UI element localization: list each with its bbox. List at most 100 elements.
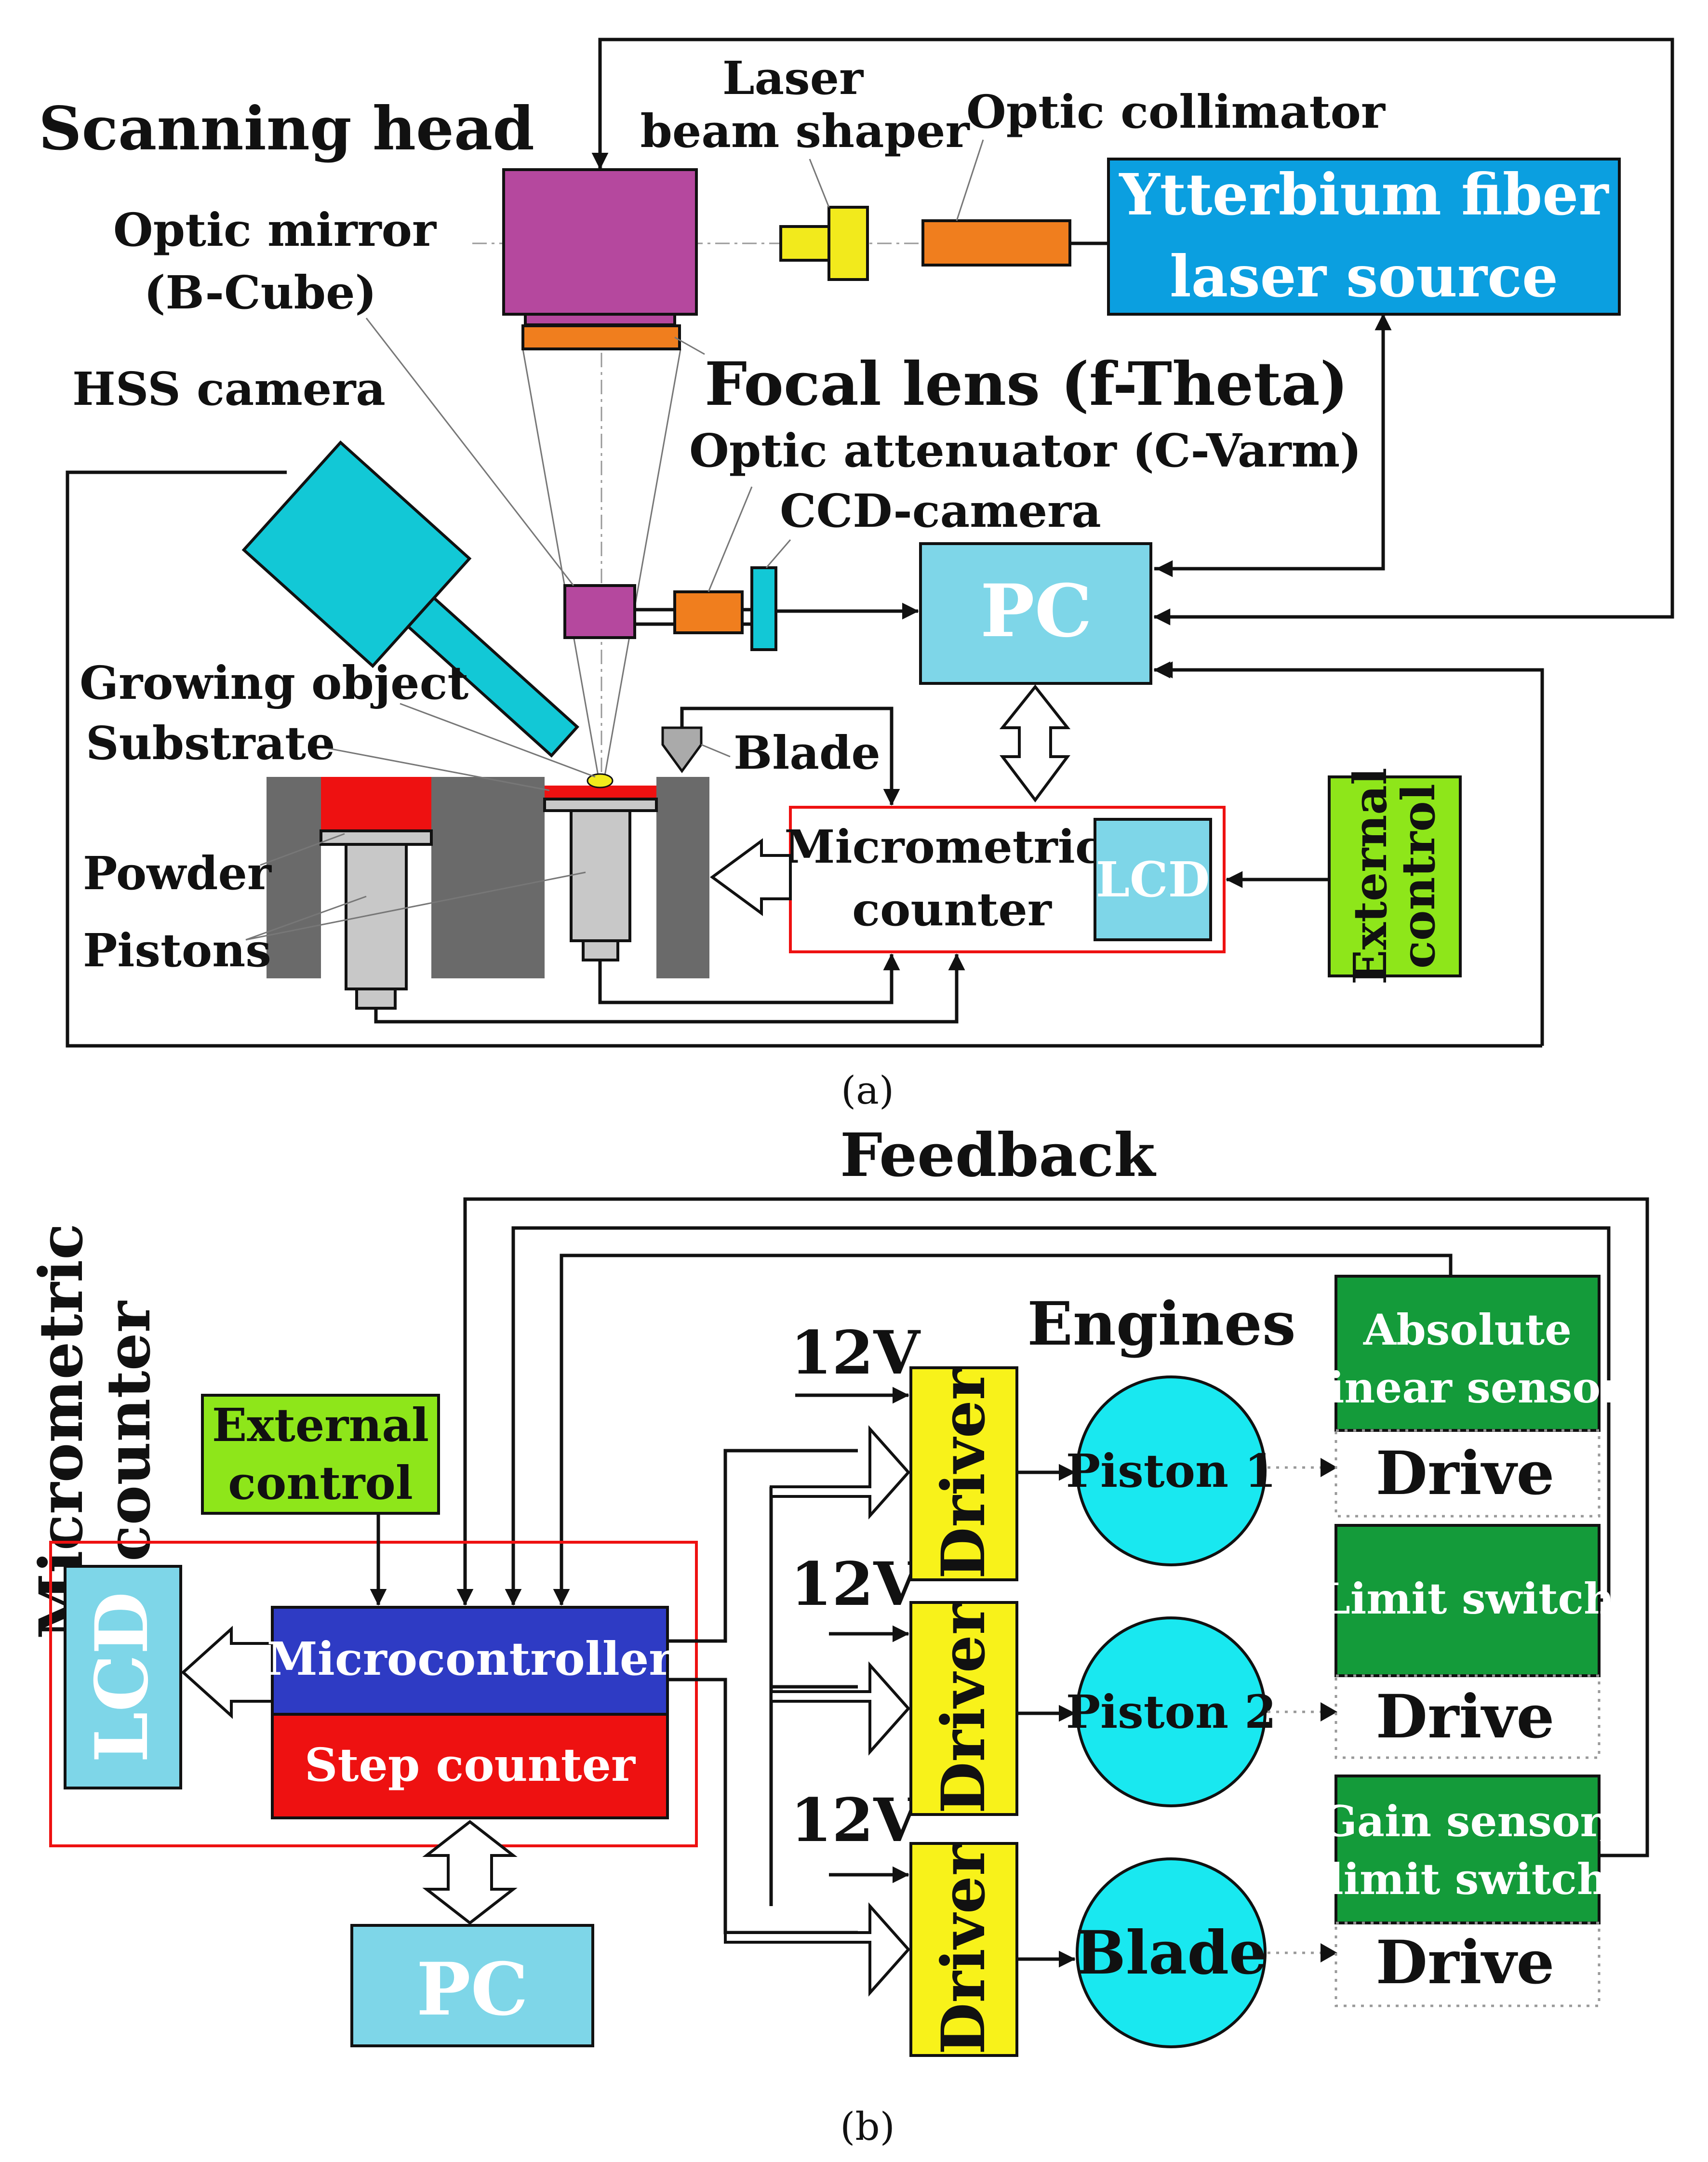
counter-to-bed-arrow: [709, 838, 792, 916]
loop-top: [591, 38, 1674, 619]
lcd-a-label: LCD: [1096, 851, 1210, 908]
ccd-camera-box: [750, 566, 777, 651]
substrate-label: Substrate: [86, 717, 335, 770]
caption-b: (b): [840, 2104, 895, 2149]
panel-b: Micrometric counter Feedback Engines Ext…: [27, 1121, 1649, 2149]
driver-1-text: Driver: [929, 1368, 999, 1579]
leader-substrate: [308, 744, 550, 791]
hss-camera-label: HSS camera: [72, 362, 386, 416]
external-control-b-line-1: External: [212, 1399, 429, 1452]
leader-ccd: [765, 539, 791, 568]
drive-2-label: Drive: [1376, 1682, 1555, 1752]
blade-b-label: Blade: [1075, 1918, 1267, 1988]
blade-shape: [661, 726, 703, 774]
micro-to-lcd-arrow: [181, 1626, 274, 1719]
driver-3-input-arrow: [724, 1902, 911, 1997]
beam-cone-left: [522, 349, 600, 781]
optic-mirror-label-2: (B-Cube): [144, 266, 377, 320]
microcontroller-box: [271, 1606, 669, 1716]
powder-plate: [320, 829, 433, 846]
piston-2-circle: [1076, 1616, 1267, 1807]
driver-3-text: Driver: [929, 1843, 999, 2055]
driver-3-box: [909, 1842, 1018, 2057]
bed-middle-wall: [431, 777, 545, 978]
step-counter-box: [271, 1713, 669, 1819]
hss-camera: [241, 440, 580, 758]
pc-laser-link: [1156, 313, 1392, 577]
pc-a-box: [919, 542, 1152, 685]
beam-shaper-label-1: Laser: [722, 52, 864, 105]
beam-cone-right: [603, 349, 681, 781]
leader-beam-shaper: [809, 159, 830, 208]
focal-lens: [521, 324, 681, 350]
external-control-b-box: [201, 1394, 440, 1515]
micrometric-counter-a-line-1: Micrometric: [784, 820, 1103, 874]
feedback-label: Feedback: [840, 1121, 1157, 1190]
external-control-a-line-1: External: [1344, 768, 1397, 985]
piston-left-rod: [355, 988, 397, 1010]
sensor-1-line-1: Absolute: [1363, 1305, 1572, 1355]
attenuator-label: Optic attenuator (C-Varm): [689, 424, 1361, 478]
beam-shaper-small: [779, 225, 830, 262]
blade-to-counter: [680, 707, 900, 806]
driver-2-label: Driver: [929, 1602, 999, 1814]
bed-right-wall: [656, 777, 709, 978]
piston-2-drive-arrowhead: [1321, 1702, 1337, 1722]
pistons-label: Pistons: [83, 924, 271, 977]
caption-a: (a): [841, 1068, 894, 1113]
side-title: Micrometric counter: [27, 1223, 164, 1639]
pc-b-box: [350, 1924, 594, 2047]
driver-3-label: Driver: [929, 1843, 999, 2055]
drive-2-box: [1334, 1674, 1601, 1759]
leader-optic-mirror: [365, 318, 574, 586]
laser-source-line-1: Ytterbium fiber: [1118, 161, 1609, 228]
external-control-b-line-2: control: [228, 1456, 413, 1510]
v12-label-2: 12V: [790, 1549, 921, 1619]
scanning-head-label: Scanning head: [39, 94, 534, 164]
laser-source-box: [1107, 158, 1621, 316]
loop-left: [66, 470, 1542, 1048]
external-control-a-box: [1328, 775, 1462, 977]
powder-red: [321, 777, 431, 831]
v12-label-3: 12V: [790, 1786, 921, 1855]
drive-1-label: Drive: [1376, 1439, 1555, 1508]
beam-shaper-large: [827, 206, 869, 281]
lcd-b-label: LCD: [80, 1592, 164, 1763]
leader-powder: [260, 833, 345, 866]
sensor-2-label: Limit switch: [1321, 1574, 1615, 1624]
beam-shaper-label-2: beam shaper: [640, 105, 970, 158]
loop-left-right: [1156, 661, 1544, 1046]
focal-lens-plate: [524, 313, 676, 326]
engines-label: Engines: [1027, 1289, 1295, 1359]
piston-1-drive-arrowhead: [1321, 1458, 1337, 1477]
sensor-2-box: [1334, 1524, 1601, 1677]
micro-out-upper: [667, 1449, 858, 1643]
feedback-loop-outer: [456, 1197, 1649, 1857]
hss-camera-lens: [406, 596, 580, 758]
blade-label: Blade: [734, 726, 881, 780]
ccd-camera-label: CCD-camera: [780, 484, 1101, 538]
microcontroller-label: Microcontroller: [267, 1632, 674, 1686]
leader-blade: [701, 744, 731, 758]
lcd-b-text: LCD: [80, 1592, 164, 1763]
pc-counter-double-arrow: [999, 684, 1071, 803]
blade-circle: [1076, 1857, 1267, 2048]
micrometric-counter-a-line-2: counter: [852, 883, 1053, 936]
piston-1-label: Piston 1: [1066, 1444, 1277, 1498]
driver-1-input-arrow: [770, 1425, 911, 1520]
scanning-head-box: [502, 168, 698, 316]
leader-pistons-right: [245, 871, 586, 941]
piston-1-circle: [1076, 1375, 1267, 1566]
powder-label: Powder: [83, 847, 272, 900]
external-control-a-text: External control: [1344, 768, 1445, 985]
growing-object: [587, 773, 614, 788]
leader-collimator: [956, 139, 984, 221]
leader-focal-lens: [674, 336, 705, 355]
driver-1-box: [909, 1366, 1018, 1581]
sensor-3-line-1: Gain sensor,: [1321, 1796, 1615, 1846]
lcd-b-box: [64, 1565, 182, 1789]
panel-a: Ytterbium fiber laser source PC: [39, 38, 1674, 1113]
collimator-label: Optic collimator: [966, 85, 1386, 139]
growing-object-label: Growing object: [80, 656, 468, 710]
